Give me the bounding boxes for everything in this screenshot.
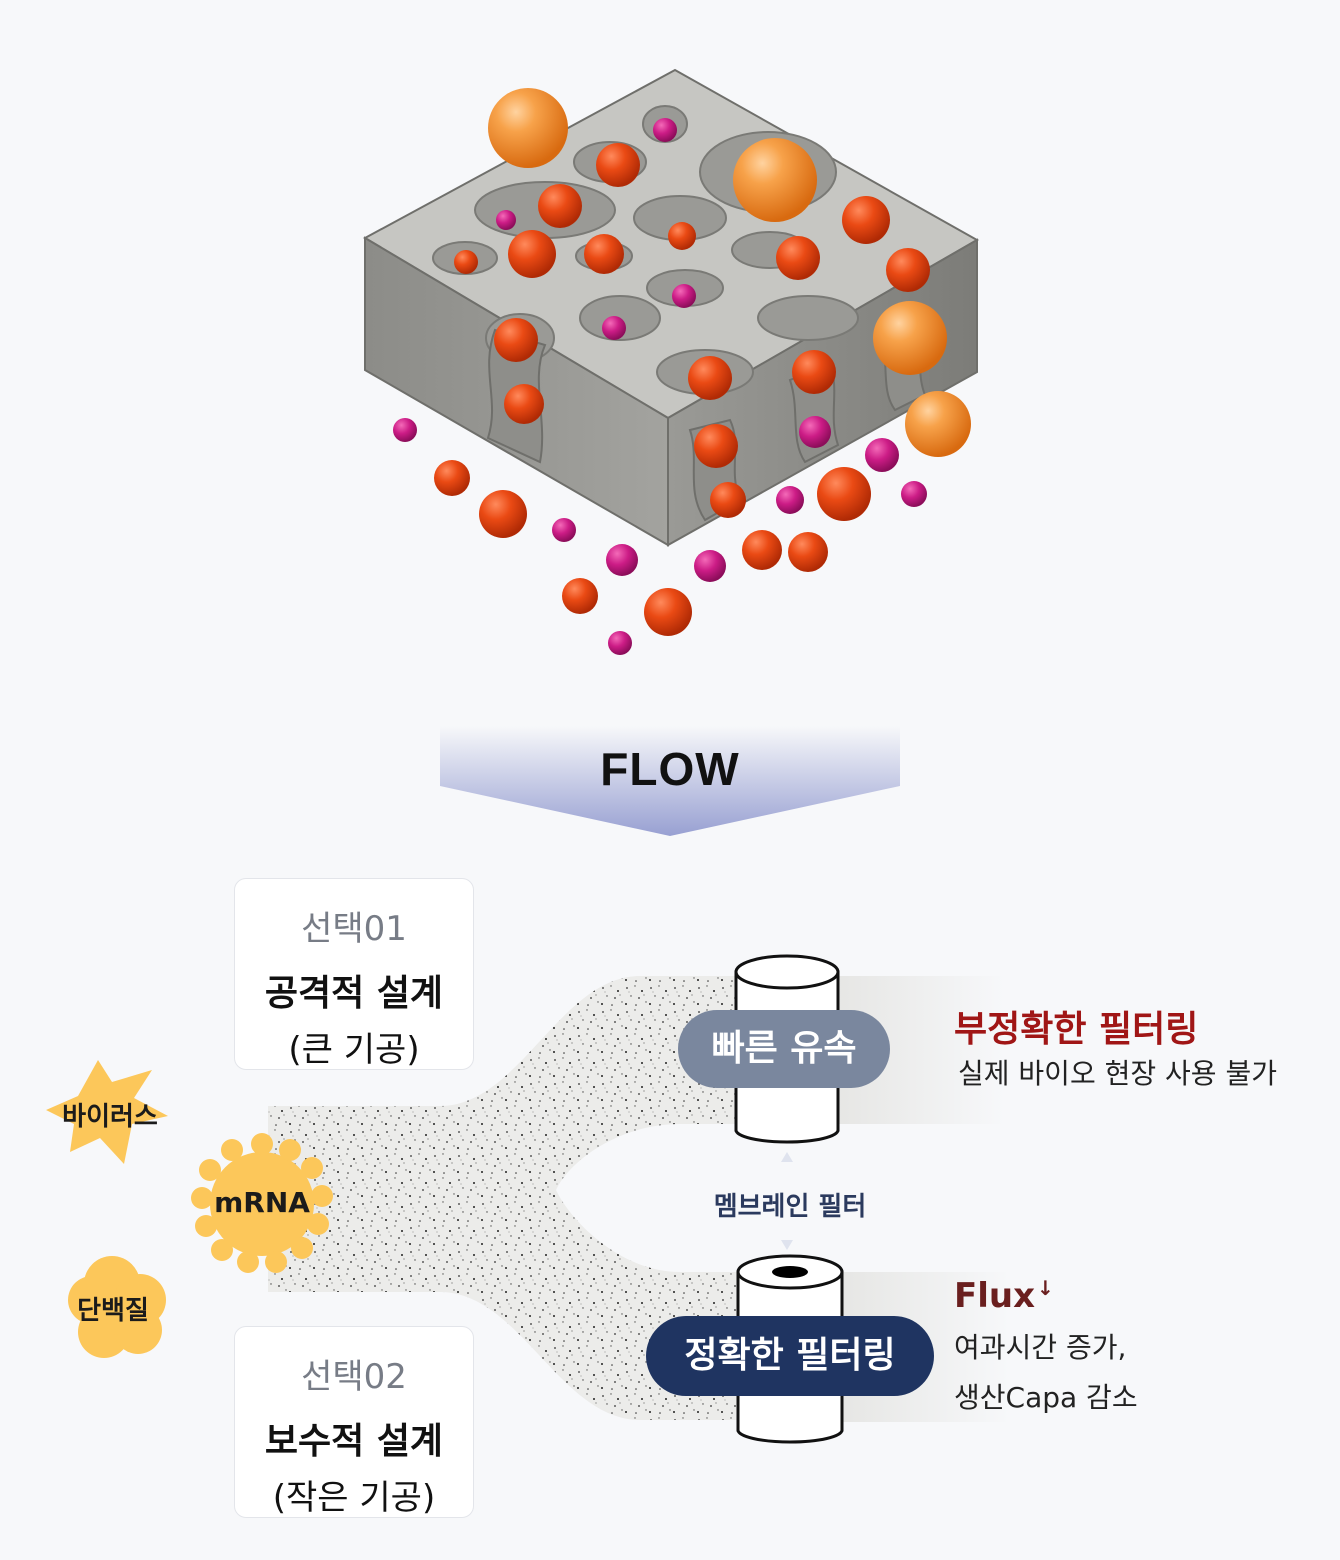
virus-blob xyxy=(46,1060,168,1164)
membrane-particles xyxy=(454,88,971,518)
choice-2-subtitle: (작은 기공) xyxy=(272,1478,436,1518)
flux-down-arrow: ↓ xyxy=(1037,1276,1054,1300)
result-bottom-line2: 생산Capa 감소 xyxy=(954,1381,1138,1414)
result-bottom-line1: 여과시간 증가, xyxy=(954,1331,1127,1364)
pill-accurate-filtering: 정확한 필터링 xyxy=(646,1316,934,1396)
result-bottom-title: Flux↓ xyxy=(954,1276,1054,1316)
pill-accurate-filtering-label: 정확한 필터링 xyxy=(684,1335,896,1376)
flow-label: FLOW xyxy=(600,743,740,795)
membrane-illustration xyxy=(362,68,980,655)
choice-2-title: 보수적 설계 xyxy=(264,1421,444,1462)
choice-card-2: 선택02 보수적 설계 (작은 기공) xyxy=(234,1326,474,1518)
protein-blob xyxy=(68,1256,166,1358)
protein-label: 단백질 xyxy=(77,1296,149,1326)
pill-fast-flow: 빠른 유속 xyxy=(678,1010,890,1088)
pill-fast-flow-label: 빠른 유속 xyxy=(711,1028,857,1069)
flow-arrow xyxy=(440,726,900,836)
choice-1-select: 선택01 xyxy=(301,909,407,949)
choice-1-subtitle: (큰 기공) xyxy=(288,1030,420,1070)
mrna-label: mRNA xyxy=(214,1186,310,1219)
passed-particles xyxy=(393,418,927,655)
choice-card-1: 선택01 공격적 설계 (큰 기공) xyxy=(234,878,474,1070)
membrane-filter-arrows xyxy=(781,1152,793,1250)
choice-2-select: 선택02 xyxy=(301,1357,407,1397)
flux-label: Flux xyxy=(954,1276,1036,1316)
result-top-text: 실제 바이오 현장 사용 불가 xyxy=(958,1057,1277,1090)
flow-channel xyxy=(268,976,745,1420)
virus-label: 바이러스 xyxy=(62,1102,158,1132)
mrna-blob xyxy=(191,1133,333,1273)
result-top-title: 부정확한 필터링 xyxy=(954,1009,1199,1050)
choice-1-title: 공격적 설계 xyxy=(264,973,444,1014)
membrane-filter-label: 멤브레인 필터 xyxy=(713,1192,867,1222)
